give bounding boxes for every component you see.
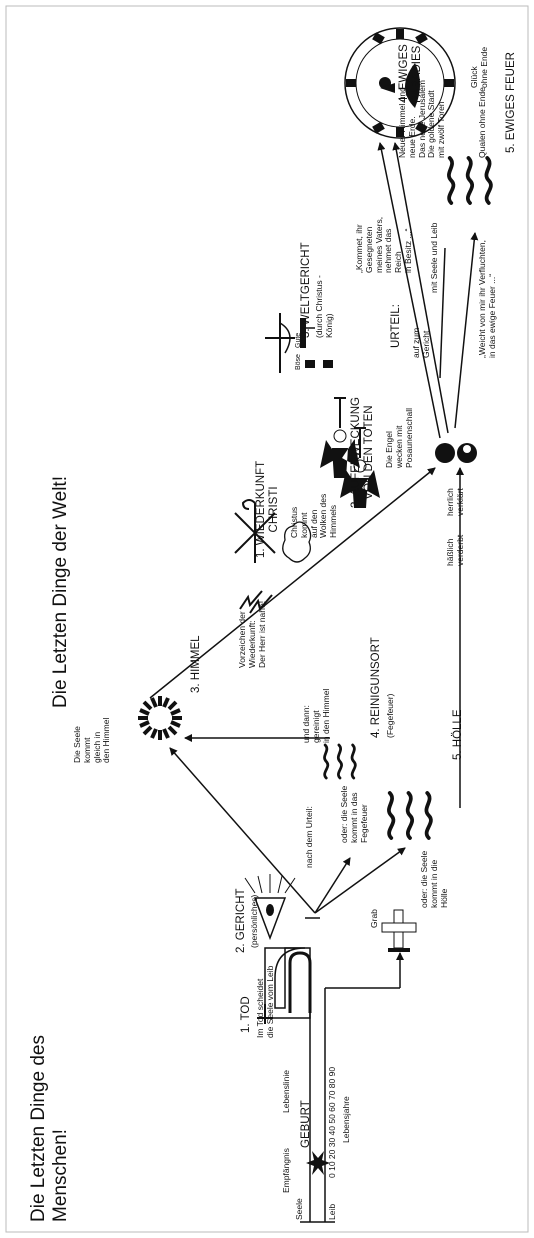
auferweckung-title: 2. AUFERWECKUNG VON DEN TOTEN	[350, 397, 376, 508]
label-grab: Grab	[369, 909, 379, 928]
label-leib: Leib	[327, 1203, 337, 1220]
vorzeichen-text: Vorzeichen der Wiederkunft: Der Herr ist…	[237, 600, 267, 668]
fegefeuer-title: 4. REINIGUNSORT	[370, 637, 382, 738]
cross-icon	[257, 1004, 273, 1024]
crowns-icon	[305, 360, 333, 368]
wiederkunft-title: 1. WIEDERKUNFT CHRISTI	[255, 460, 281, 558]
gericht-title: 2. GERICHT	[235, 888, 247, 953]
birth-star-icon	[306, 1151, 330, 1175]
frame-border	[5, 5, 529, 1233]
tombstone-icon	[264, 947, 312, 1019]
hoelle-desc: oder: die Seele kommt in die Hölle	[419, 850, 449, 908]
eternal-fire-icon	[447, 156, 493, 205]
kommet-quote: „Kommet, ihr Gesegneten meines Vaters, n…	[354, 216, 413, 273]
risen-souls-icon	[435, 443, 477, 463]
verdict-line	[439, 247, 446, 379]
fegefeuer-desc: oder: die Seele kommt in das Fegefeuer	[339, 785, 369, 843]
label-boese: Böse	[295, 354, 302, 370]
arrow-to-purgatory	[314, 857, 351, 914]
tod-title: 1. TOD	[240, 996, 252, 1033]
fegefeuer-dann: und dann: gereinigt in den Himmel	[301, 688, 331, 743]
auf-zum-gericht: auf zum Gericht	[411, 327, 431, 358]
heaven-sun-icon	[138, 696, 182, 740]
angels-icon	[340, 427, 380, 508]
hell-flames-icon	[387, 791, 433, 840]
grave-cross-icon	[381, 909, 417, 952]
angels-icon-2	[320, 397, 360, 478]
label-empfaengnis: Empfängnis	[281, 1148, 291, 1193]
arrow-to-paradise	[377, 142, 441, 439]
label-geburt: GEBURT	[300, 1100, 312, 1148]
paradies-desc: Neuer Himmel und neue Erde. Das neue Jer…	[397, 80, 447, 158]
engel-text: Die Engel wecken mit Posaunenschall	[384, 407, 414, 468]
wiederkunft-desc: Christus kommt auf den Wolken des Himmel…	[289, 493, 339, 538]
fegefeuer-sub: (Fegefeuer)	[385, 693, 395, 738]
urteil-label: URTEIL:	[390, 304, 402, 348]
title-welt: Die Letzten Dinge der Welt!	[50, 476, 71, 708]
himmel-desc: Die Seele kommt gleich in den Himmel	[72, 717, 112, 763]
judgement-cross-sword-icon	[265, 313, 315, 373]
himmel-title: 3. HIMMEL	[190, 635, 202, 693]
purgatory-flames-icon	[323, 743, 357, 780]
weltgericht-title: 3. WELTGERICHT	[300, 242, 312, 338]
life-ticks: 0 10 20 30 40 50 60 70 80 90	[327, 1066, 337, 1178]
eye-of-god-icon	[244, 874, 296, 941]
label-lebensjahre: Lebensjahre	[341, 1096, 351, 1143]
gericht-sub: (persönliches)	[249, 894, 259, 948]
tod-desc: Im Tod scheidet die Seele vom Leib	[255, 965, 275, 1038]
label-gute: Gute	[295, 332, 302, 348]
weicht-quote: „Weicht von mir ihr Verfluchten, in das …	[477, 240, 497, 358]
label-lebenslinie: Lebenslinie	[281, 1069, 291, 1113]
verklaert-label: herrlich verklärt	[445, 488, 465, 516]
arrow-to-hell	[314, 847, 406, 914]
arrow-to-paradise-2	[392, 142, 449, 434]
gericht-nach: nach dem Urteil:	[304, 806, 314, 868]
label-seele: Seele	[294, 1198, 304, 1220]
arrow-to-heaven	[169, 747, 316, 914]
feuer-title: 5. EWIGES FEUER	[505, 52, 517, 153]
seele-leib-label: mit Seele und Leib	[429, 222, 439, 293]
chi-rho-icon	[234, 499, 276, 563]
title-menschen: Die Letzten Dinge des Menschen!	[28, 1035, 71, 1222]
weltgericht-sub: (durch Christus - König)	[314, 275, 334, 338]
arrow-heaven-resurrection	[149, 467, 436, 699]
haesslich-label: häßlich verderbt	[445, 534, 465, 566]
qualen-label: Qualen ohne Ende	[477, 87, 487, 158]
hoelle-title: 5. HÖLLE	[452, 709, 464, 761]
jerusalem-city-icon	[344, 27, 456, 139]
arrow-to-fire	[454, 232, 479, 429]
glueck-label: Glück ohne Ende	[469, 46, 489, 88]
lightning-icon	[239, 590, 273, 614]
cloud-icon	[282, 521, 312, 563]
